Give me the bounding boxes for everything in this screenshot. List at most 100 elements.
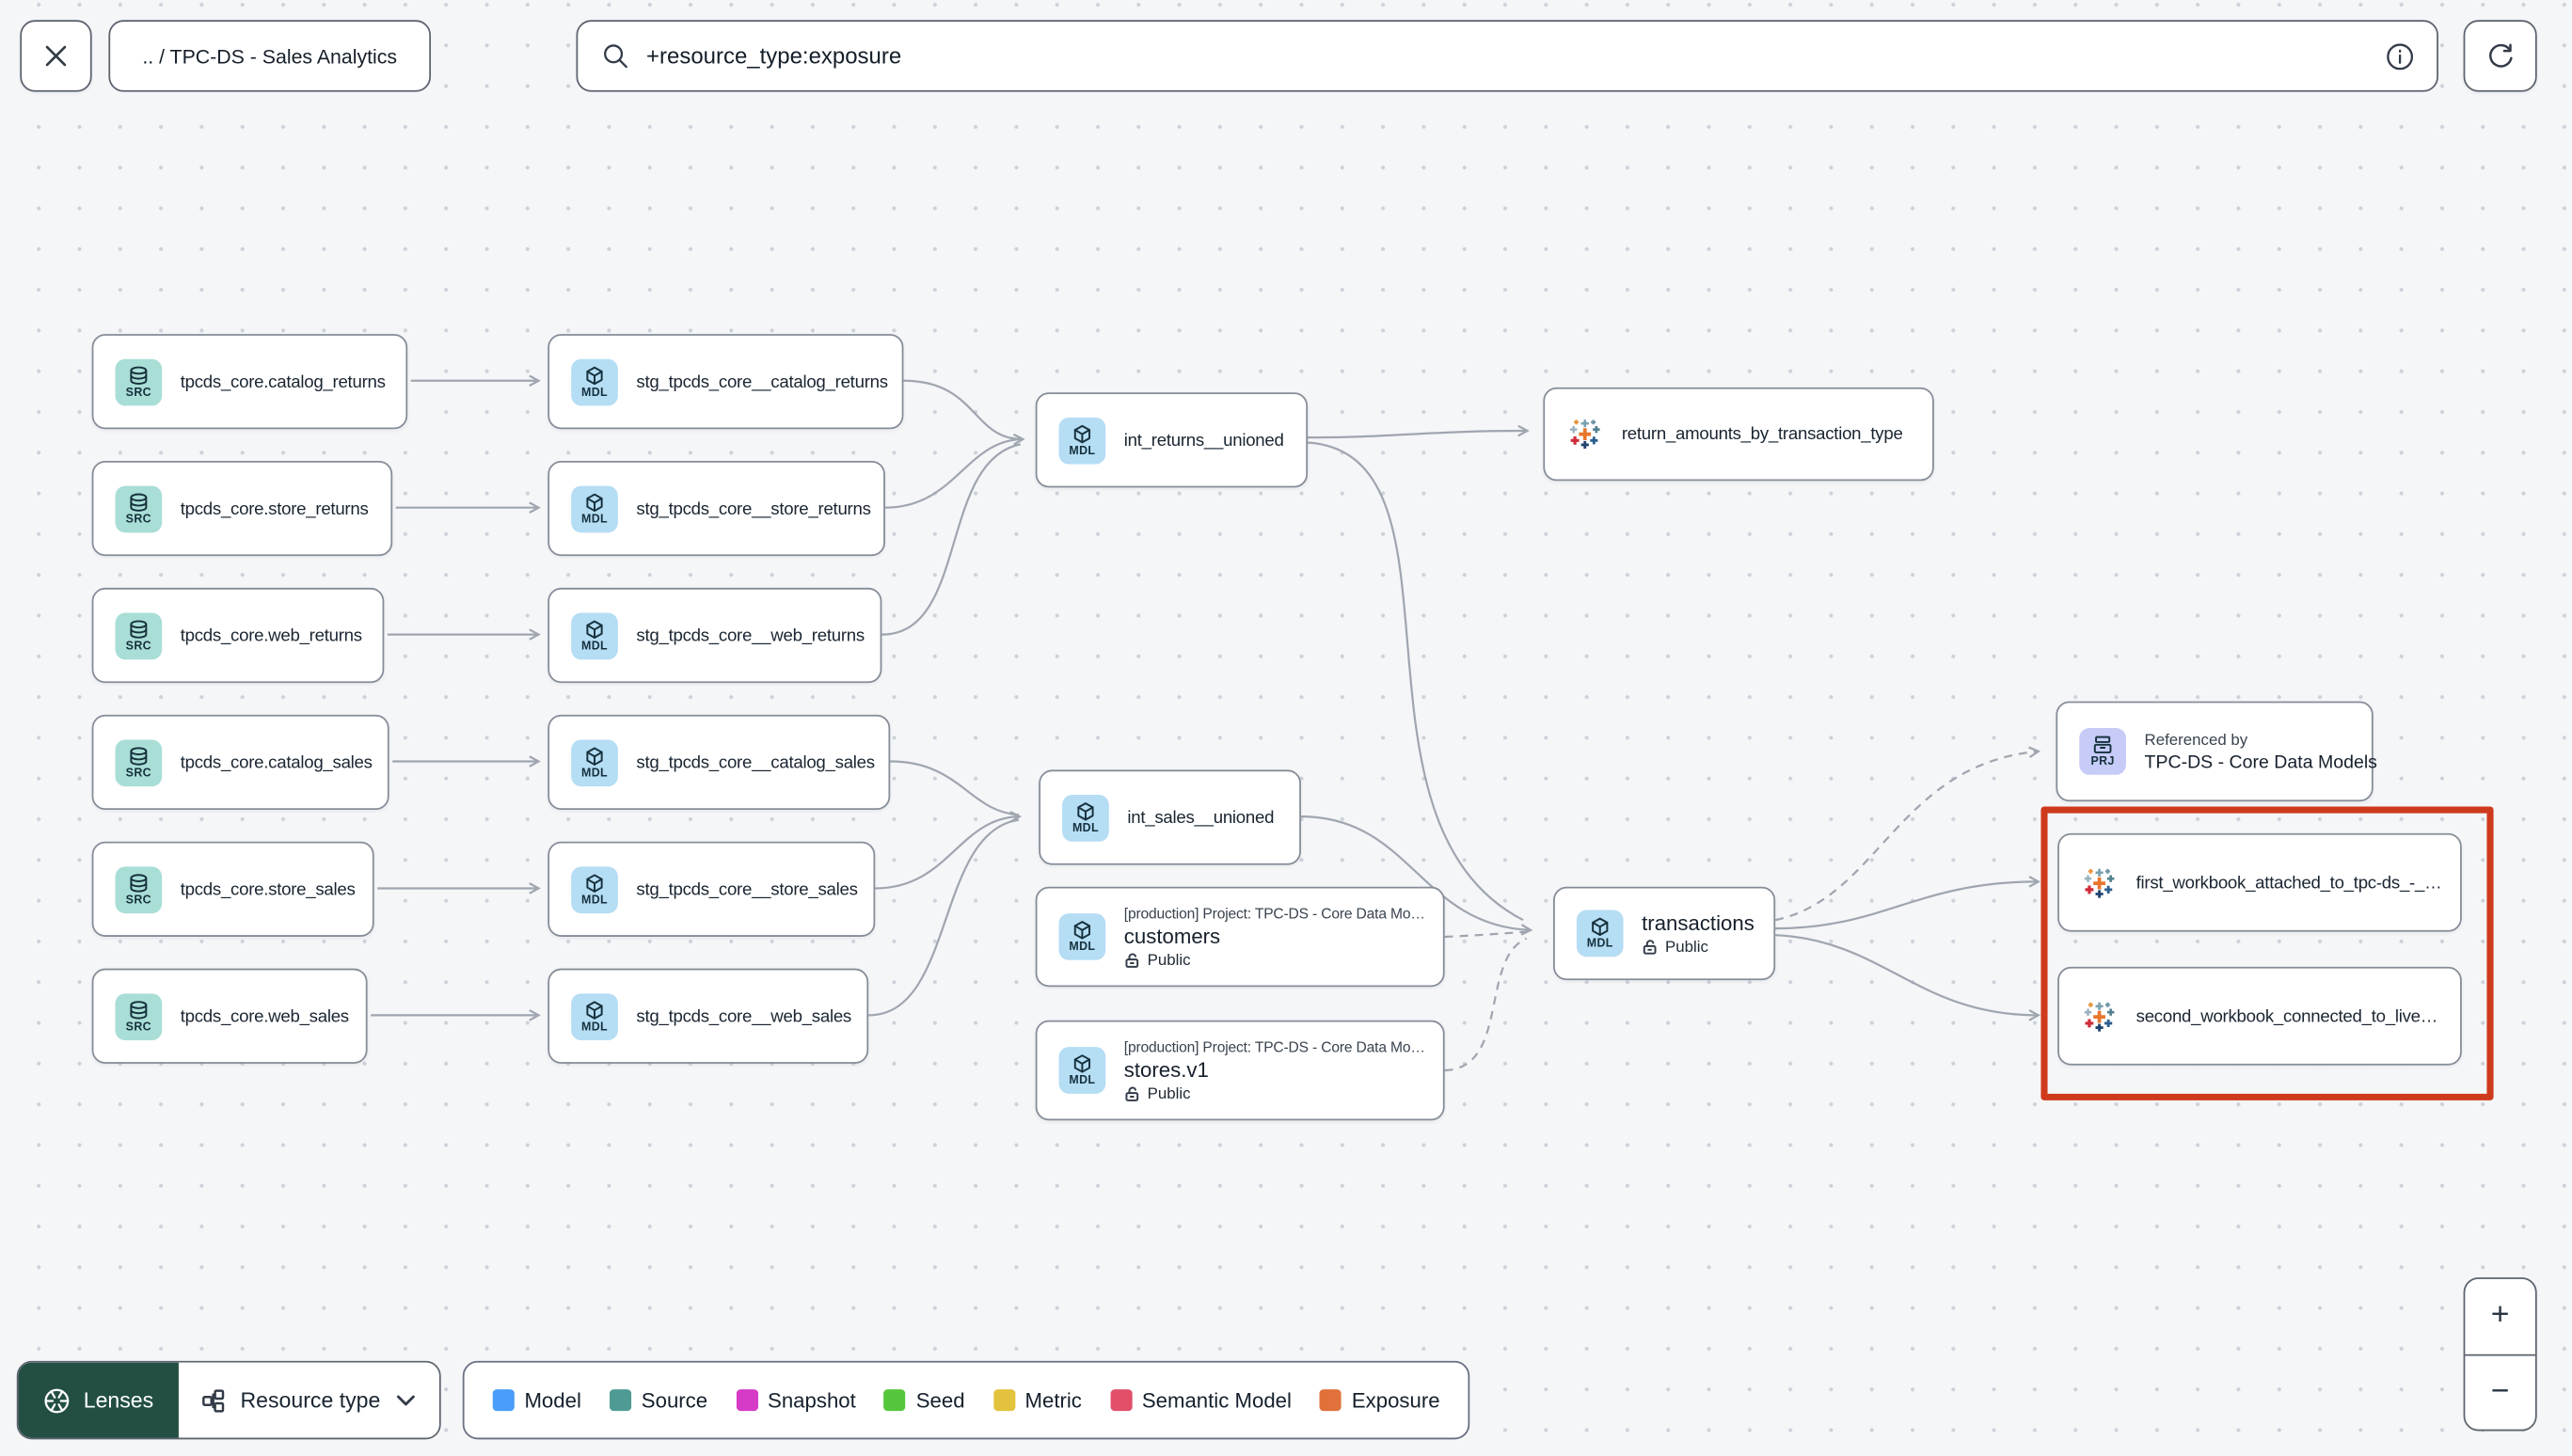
- source-badge: SRC: [115, 865, 163, 913]
- zoom-in-button[interactable]: +: [2465, 1279, 2535, 1355]
- search-icon: [604, 44, 627, 69]
- resource-type-label: Resource type: [240, 1387, 381, 1413]
- project-line: [production] Project: TPC-DS - Core Data…: [1123, 904, 1425, 922]
- database-icon: [130, 365, 148, 385]
- search-input[interactable]: [646, 43, 2369, 69]
- tableau-icon: [2084, 1001, 2115, 1031]
- legend-item-exposure: Exposure: [1320, 1388, 1440, 1412]
- database-icon: [130, 1000, 148, 1019]
- source-badge: SRC: [115, 611, 163, 659]
- node-source-catalog-sales[interactable]: SRC tpcds_core.catalog_sales: [91, 714, 389, 811]
- cube-icon: [586, 365, 603, 385]
- minus-icon: −: [2490, 1373, 2510, 1409]
- node-model-stg-catalog-sales[interactable]: MDL stg_tpcds_core__catalog_sales: [548, 714, 891, 811]
- node-source-catalog-returns[interactable]: SRC tpcds_core.catalog_returns: [91, 334, 408, 430]
- archive-icon: [2093, 736, 2112, 753]
- node-source-web-sales[interactable]: SRC tpcds_core.web_sales: [91, 968, 368, 1064]
- lenses-control-group: Lenses Resource type: [16, 1360, 441, 1440]
- node-model-stg-web-returns[interactable]: MDL stg_tpcds_core__web_returns: [548, 587, 882, 684]
- access-row: Public: [1124, 951, 1425, 970]
- project-name: TPC-DS - Core Data Models: [2144, 752, 2377, 773]
- legend-swatch-seed: [884, 1389, 907, 1412]
- node-model-stg-store-returns[interactable]: MDL stg_tpcds_core__store_returns: [548, 460, 885, 557]
- node-model-stg-web-sales[interactable]: MDL stg_tpcds_core__web_sales: [548, 968, 869, 1064]
- legend-item-seed: Seed: [884, 1388, 965, 1412]
- cube-icon: [586, 873, 603, 892]
- node-exposure-second-workbook[interactable]: second_workbook_connected_to_live…: [2057, 966, 2462, 1066]
- model-badge: MDL: [571, 738, 618, 786]
- cube-icon: [586, 619, 603, 639]
- legend-item-semantic-model: Semantic Model: [1110, 1388, 1292, 1412]
- source-badge: SRC: [115, 357, 163, 405]
- resource-type-dropdown[interactable]: Resource type: [178, 1362, 439, 1438]
- info-icon[interactable]: [2385, 40, 2415, 71]
- source-badge: SRC: [115, 992, 163, 1040]
- search-bar[interactable]: [576, 20, 2438, 92]
- node-source-store-sales[interactable]: SRC tpcds_core.store_sales: [91, 841, 374, 937]
- model-badge: MDL: [571, 484, 618, 532]
- zoom-controls: + −: [2463, 1277, 2537, 1432]
- breadcrumb[interactable]: .. / TPC-DS - Sales Analytics: [108, 20, 432, 92]
- database-icon: [130, 746, 148, 765]
- model-badge: MDL: [1058, 913, 1106, 960]
- model-badge: MDL: [571, 992, 618, 1040]
- access-row: Public: [1124, 1084, 1425, 1103]
- model-badge: MDL: [1576, 910, 1624, 957]
- unlock-icon: [1125, 953, 1139, 968]
- cube-icon: [1073, 921, 1091, 940]
- legend-swatch-semantic-model: [1110, 1389, 1133, 1412]
- legend-swatch-model: [492, 1389, 515, 1412]
- node-model-stores-v1[interactable]: MDL [production] Project: TPC-DS - Core …: [1035, 1020, 1445, 1121]
- aperture-icon: [44, 1387, 70, 1413]
- model-badge: MDL: [1058, 416, 1106, 464]
- project-line: [production] Project: TPC-DS - Core Data…: [1123, 1037, 1425, 1055]
- access-row: Public: [1642, 938, 1754, 956]
- cube-icon: [586, 1000, 603, 1019]
- tableau-icon: [2084, 867, 2115, 897]
- node-model-customers[interactable]: MDL [production] Project: TPC-DS - Core …: [1035, 886, 1445, 988]
- tableau-icon: [1569, 419, 1600, 450]
- resource-type-icon: [201, 1388, 225, 1412]
- node-source-store-returns[interactable]: SRC tpcds_core.store_returns: [91, 460, 393, 557]
- legend-swatch-metric: [992, 1389, 1015, 1412]
- model-badge: MDL: [571, 357, 618, 405]
- database-icon: [130, 619, 148, 638]
- breadcrumb-label: .. / TPC-DS - Sales Analytics: [142, 44, 398, 68]
- lenses-button[interactable]: Lenses: [18, 1362, 179, 1438]
- refresh-button[interactable]: [2463, 20, 2537, 92]
- source-badge: SRC: [115, 484, 163, 532]
- node-model-stg-store-sales[interactable]: MDL stg_tpcds_core__store_sales: [548, 841, 876, 937]
- model-badge: MDL: [1058, 1047, 1106, 1094]
- unlock-icon: [1125, 1086, 1139, 1101]
- legend-item-snapshot: Snapshot: [736, 1388, 856, 1412]
- database-icon: [130, 492, 148, 511]
- node-model-stg-catalog-returns[interactable]: MDL stg_tpcds_core__catalog_returns: [548, 334, 904, 430]
- model-badge: MDL: [1062, 794, 1109, 841]
- node-project-referenced-by[interactable]: PRJ Referenced by TPC-DS - Core Data Mod…: [2056, 701, 2377, 802]
- legend-item-source: Source: [610, 1388, 707, 1412]
- node-model-transactions[interactable]: MDL transactions Public: [1553, 886, 1776, 981]
- legend-swatch-source: [610, 1389, 632, 1412]
- legend-item-metric: Metric: [992, 1388, 1082, 1412]
- close-button[interactable]: [20, 20, 92, 92]
- node-source-web-returns[interactable]: SRC tpcds_core.web_returns: [91, 587, 385, 684]
- database-icon: [130, 873, 148, 892]
- node-exposure-first-workbook[interactable]: first_workbook_attached_to_tpc-ds_-_…: [2057, 832, 2462, 932]
- node-exposure-return-amounts[interactable]: return_amounts_by_transaction_type: [1543, 387, 1934, 482]
- close-icon: [45, 45, 67, 67]
- node-model-int-sales-unioned[interactable]: MDL int_sales__unioned: [1039, 769, 1301, 865]
- node-model-int-returns-unioned[interactable]: MDL int_returns__unioned: [1035, 392, 1309, 488]
- zoom-out-button[interactable]: −: [2465, 1355, 2535, 1430]
- cube-icon: [1077, 801, 1094, 820]
- cube-icon: [1073, 424, 1091, 443]
- chevron-down-icon: [396, 1394, 415, 1405]
- cube-icon: [586, 492, 603, 512]
- refresh-icon: [2489, 42, 2513, 67]
- model-badge: MDL: [571, 611, 618, 659]
- model-name: stores.v1: [1123, 1057, 1209, 1082]
- legend-swatch-exposure: [1320, 1389, 1342, 1412]
- cube-icon: [1073, 1054, 1091, 1073]
- legend-swatch-snapshot: [736, 1389, 758, 1412]
